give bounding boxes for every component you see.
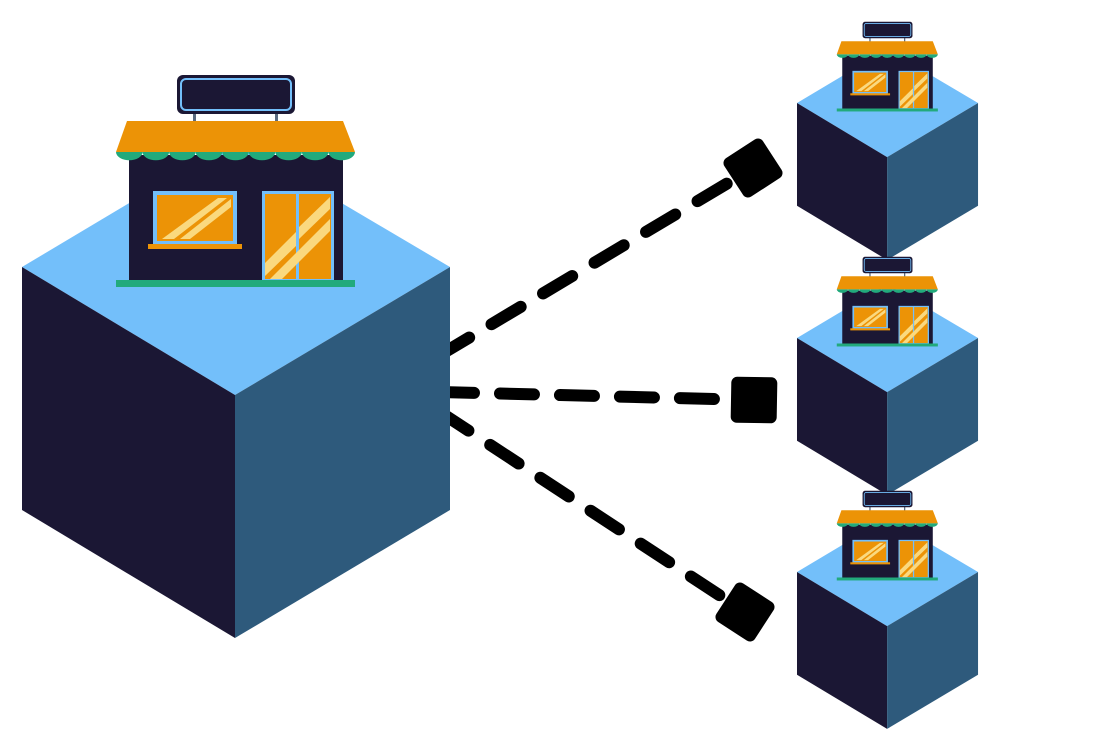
square-end-marker-icon	[730, 376, 778, 424]
dashed-line	[434, 386, 737, 406]
square-end-marker-icon	[715, 582, 775, 642]
square-end-marker-icon	[723, 138, 783, 198]
store-on-cube-icon	[796, 21, 979, 261]
stores: Main store Branch store 1Branch store 2Br…	[21, 21, 979, 730]
branch-store-2: Branch store 2	[796, 256, 979, 496]
connector-branch-store-1	[434, 138, 783, 361]
dashed-line	[434, 406, 731, 605]
store-on-cube-icon	[796, 490, 979, 730]
main-store: Main store	[21, 74, 451, 639]
store-on-cube-icon	[21, 74, 451, 639]
connectors	[434, 138, 783, 642]
connector-branch-store-2	[434, 376, 778, 424]
dashed-line	[434, 174, 739, 361]
branch-store-1: Branch store 1	[796, 21, 979, 261]
connector-branch-store-3	[434, 406, 775, 642]
branch-store-3: Branch store 3	[796, 490, 979, 730]
store-on-cube-icon	[796, 256, 979, 496]
